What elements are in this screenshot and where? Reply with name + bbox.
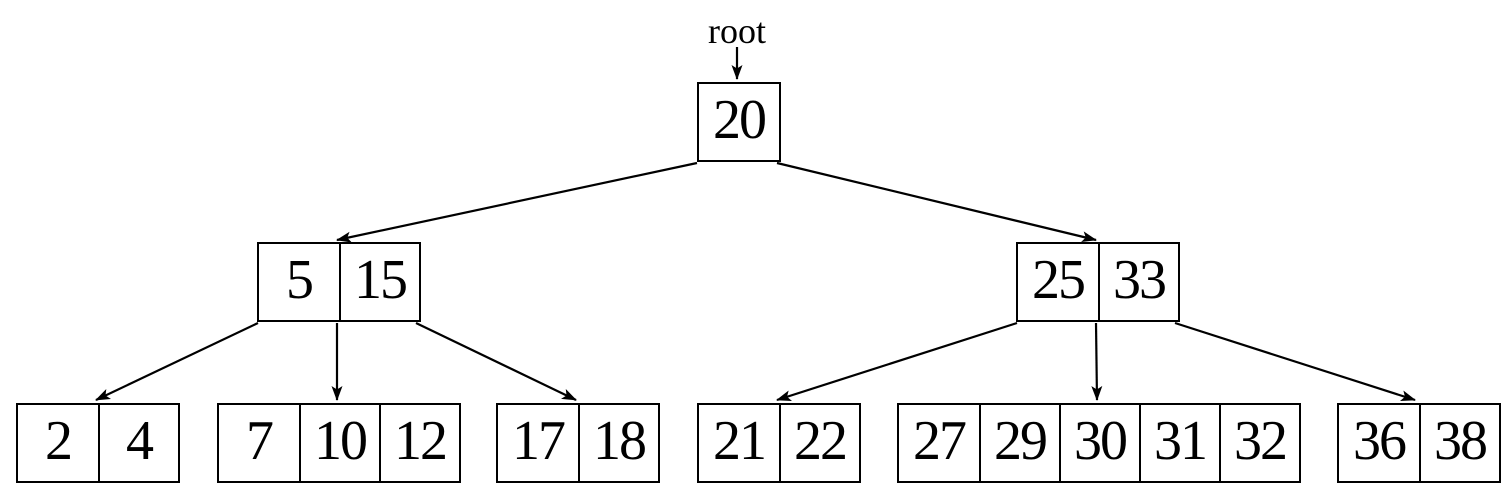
edge-internalright-to-leaf5 <box>1174 321 1416 402</box>
btree-key: 15 <box>339 244 419 320</box>
edge-internalright-to-leaf4 <box>1091 322 1103 401</box>
edge-root-to-internal-left <box>336 161 698 243</box>
edge-internalleft-to-leaf2 <box>415 322 577 401</box>
btree-node-internal-left: 5 15 <box>257 242 421 322</box>
btree-key: 17 <box>512 410 566 472</box>
btree-key: 12 <box>379 405 459 481</box>
btree-node-internal-right: 25 33 <box>1016 242 1180 322</box>
btree-key: 33 <box>1098 244 1178 320</box>
btree-node-leaf-2: 17 18 <box>496 403 660 483</box>
btree-key: 38 <box>1419 405 1499 481</box>
btree-node-root: 20 <box>697 82 781 162</box>
btree-node-leaf-0: 2 4 <box>16 403 180 483</box>
btree-key: 20 <box>713 89 767 151</box>
btree-key: 18 <box>578 405 658 481</box>
btree-key: 4 <box>98 405 178 481</box>
edge-internalleft-to-leaf0 <box>95 322 259 401</box>
btree-key: 21 <box>713 410 767 472</box>
btree-key: 30 <box>1059 405 1139 481</box>
edge-internalright-to-leaf3 <box>776 321 1018 402</box>
btree-key: 25 <box>1032 249 1086 311</box>
btree-key: 32 <box>1219 405 1299 481</box>
btree-key: 36 <box>1353 410 1407 472</box>
edge-root-to-internal-right <box>776 161 1097 243</box>
btree-key: 2 <box>45 410 73 472</box>
btree-node-leaf-3: 21 22 <box>697 403 861 483</box>
btree-node-leaf-5: 36 38 <box>1337 403 1501 483</box>
btree-key: 10 <box>299 405 379 481</box>
btree-key: 29 <box>979 405 1059 481</box>
btree-node-leaf-4: 27 29 30 31 32 <box>897 403 1301 483</box>
btree-key: 5 <box>286 249 314 311</box>
btree-key: 7 <box>246 410 274 472</box>
root-pointer-label: root <box>708 11 766 51</box>
btree-key: 31 <box>1139 405 1219 481</box>
btree-key: 27 <box>913 410 967 472</box>
btree-node-leaf-1: 7 10 12 <box>217 403 461 483</box>
btree-key: 22 <box>779 405 859 481</box>
